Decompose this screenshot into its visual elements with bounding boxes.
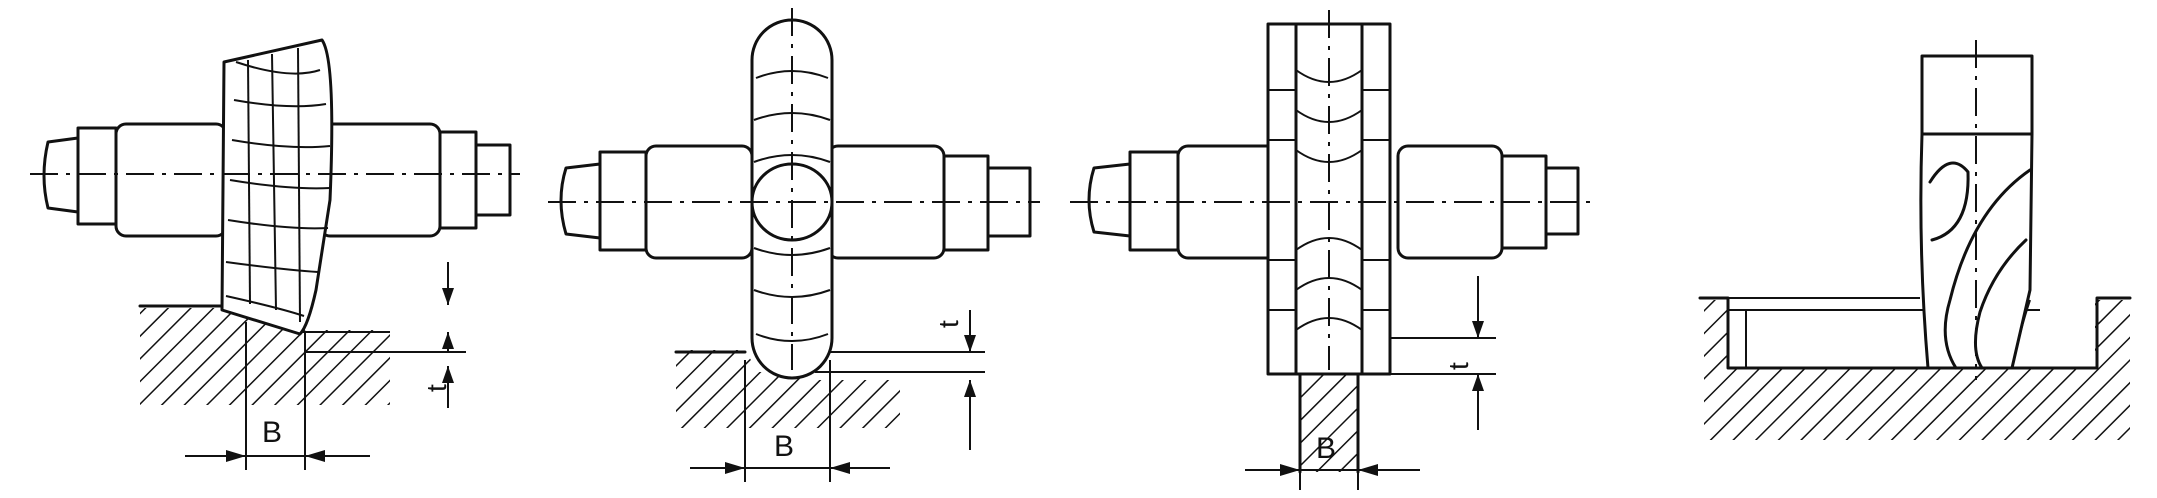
dimension-width-1: B (185, 322, 370, 470)
label-depth-3: t (1443, 362, 1474, 370)
workpiece-2 (674, 350, 985, 428)
figure-end-mill (1698, 40, 2132, 440)
bevel-gear-cutter (220, 38, 334, 336)
dimension-depth-2: t (830, 310, 985, 450)
dimension-width-2: B (690, 360, 890, 482)
figure-disc-cutter: B t (548, 8, 1040, 482)
label-width-3: B (1316, 432, 1336, 465)
label-depth-1-top: t (421, 384, 452, 392)
label-depth-2: t (933, 320, 964, 328)
dimension-width-3: B (1245, 380, 1420, 490)
figure-slotted-disc-cutter: B t (1070, 10, 1590, 490)
workpiece-4 (1698, 296, 2132, 440)
label-width-2: B (774, 430, 794, 463)
label-width-1: B (262, 416, 282, 449)
figure-bevel-cutter: B t (30, 38, 520, 470)
dimension-depth-1: t (305, 262, 466, 408)
dimension-depth-3: t (1390, 276, 1496, 430)
